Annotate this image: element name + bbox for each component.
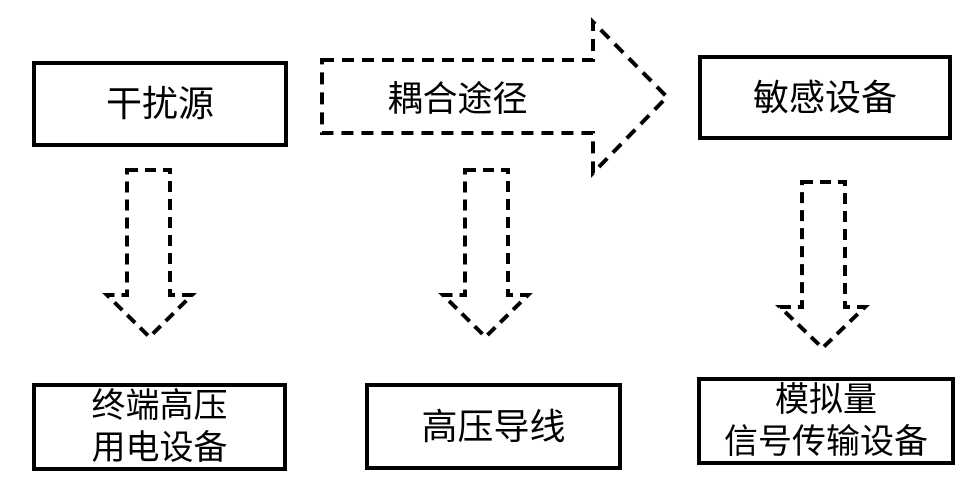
box-analog-signal-equipment-line1: 模拟量 — [775, 380, 877, 419]
box-hv-wire: 高压导线 — [365, 383, 622, 470]
box-analog-signal-equipment: 模拟量 信号传输设备 — [697, 377, 955, 465]
box-sensitive-equipment: 敏感设备 — [698, 55, 952, 140]
box-analog-signal-equipment-line2: 信号传输设备 — [724, 423, 928, 461]
down-arrow-right-icon — [775, 180, 870, 351]
box-hv-wire-label: 高压导线 — [421, 405, 566, 447]
coupling-arrow-label: 耦合途径 — [387, 80, 528, 119]
box-terminal-hv-equipment: 终端高压 用电设备 — [32, 383, 287, 471]
box-terminal-hv-equipment-line1: 终端高压 — [91, 386, 228, 425]
down-arrow-middle-icon — [438, 168, 533, 340]
coupling-path-arrow-icon — [320, 17, 670, 178]
box-interference-source-label: 干扰源 — [105, 83, 214, 125]
box-interference-source: 干扰源 — [32, 61, 288, 147]
down-arrow-left-icon — [102, 168, 197, 340]
box-sensitive-equipment-label: 敏感设备 — [752, 76, 897, 118]
box-terminal-hv-equipment-line2: 用电设备 — [91, 429, 228, 467]
